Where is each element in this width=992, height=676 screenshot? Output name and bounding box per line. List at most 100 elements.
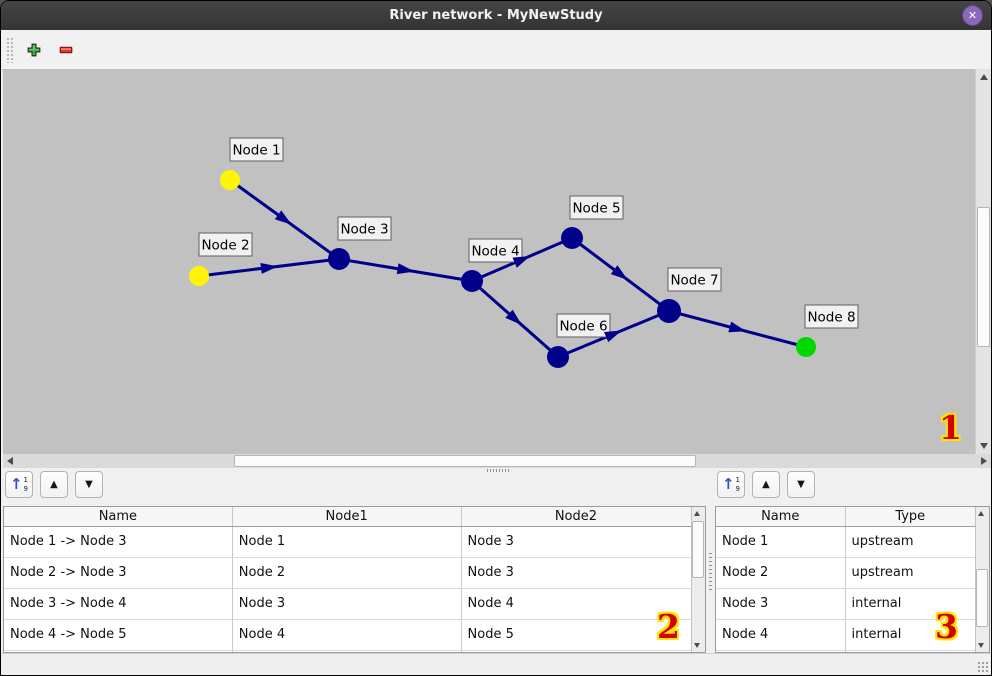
canvas-vertical-scrollbar[interactable]	[975, 69, 991, 454]
river-node-upstream[interactable]	[189, 266, 209, 286]
cell-node1[interactable]: Node 3	[233, 589, 462, 619]
river-node-internal[interactable]	[461, 270, 483, 292]
node-label-box[interactable]	[556, 313, 611, 338]
table-row[interactable]: Node 3 -> Node 4 Node 3 Node 4	[4, 589, 691, 620]
node-label-box[interactable]	[468, 238, 523, 263]
scroll-down-icon[interactable]	[978, 643, 984, 648]
cell-node2[interactable]: Node 5	[467, 627, 514, 642]
scroll-up-icon[interactable]	[980, 74, 988, 80]
scroll-left-icon[interactable]	[7, 457, 13, 465]
cell-node-name[interactable]: Node 2	[716, 558, 846, 588]
node-label-box[interactable]	[337, 216, 392, 241]
cell-node1[interactable]: Node 4	[233, 620, 462, 650]
toolbar-grip-handle[interactable]	[6, 36, 13, 63]
vertical-scroll-thumb[interactable]	[976, 569, 988, 627]
annotation-1: 1	[939, 408, 962, 447]
plus-icon	[27, 43, 41, 56]
nodes-table-scrollbar[interactable]	[975, 507, 989, 652]
cell-node-name[interactable]: Node 4	[716, 620, 846, 650]
node-label: Node 1	[232, 143, 280, 159]
table-row[interactable]: Node 1 -> Node 3 Node 1 Node 3	[4, 527, 691, 558]
cell-node-type[interactable]: internal	[851, 596, 902, 611]
nodes-move-down-button[interactable]: ▼	[787, 471, 815, 498]
river-node-internal[interactable]	[561, 227, 583, 249]
table-row[interactable]: Node 4 -> Node 5 Node 4 Node 5	[4, 620, 691, 651]
down-triangle-icon: ▼	[797, 478, 805, 490]
cell-node2[interactable]: Node 3	[467, 534, 514, 549]
horizontal-scroll-thumb[interactable]	[234, 455, 696, 467]
node-label: Node 8	[807, 310, 855, 326]
nodes-col-type[interactable]: Type	[895, 509, 926, 524]
scroll-down-icon[interactable]	[980, 443, 988, 449]
node-label: Node 5	[572, 201, 620, 217]
edge-arrow-icon	[505, 309, 522, 325]
cell-node2[interactable]: Node 3	[467, 565, 514, 580]
window-title: River network - MyNewStudy	[389, 8, 603, 23]
cell-link-name[interactable]: Node 2 -> Node 3	[4, 558, 233, 588]
cell-link-name[interactable]: Node 3 -> Node 4	[4, 589, 233, 619]
river-node-internal[interactable]	[547, 346, 569, 368]
scroll-down-icon[interactable]	[694, 643, 700, 648]
links-col-node2[interactable]: Node2	[554, 509, 598, 524]
links-move-down-button[interactable]: ▼	[75, 471, 103, 498]
add-button[interactable]	[21, 37, 47, 63]
table-row[interactable]: Node 1 upstream	[716, 527, 975, 558]
close-button[interactable]: ✕	[962, 5, 983, 26]
cell-node2[interactable]: Node 4	[467, 596, 514, 611]
minus-icon	[59, 46, 73, 53]
river-node-downstream[interactable]	[796, 337, 816, 357]
cell-node-name[interactable]: Node 1	[716, 527, 846, 557]
table-row[interactable]: Node 2 -> Node 3 Node 2 Node 3	[4, 558, 691, 589]
status-bar	[1, 653, 991, 675]
river-node-upstream[interactable]	[220, 170, 240, 190]
vertical-splitter-handle[interactable]	[709, 553, 712, 593]
cell-link-name[interactable]: Node 4 -> Node 5	[4, 620, 233, 650]
node-label-box[interactable]	[667, 267, 722, 292]
horizontal-splitter-handle[interactable]	[487, 469, 509, 472]
links-move-up-button[interactable]: ▲	[40, 471, 68, 498]
canvas-horizontal-scrollbar[interactable]	[3, 454, 991, 468]
scroll-right-icon[interactable]	[981, 457, 987, 465]
node-label-box[interactable]	[804, 304, 859, 329]
links-col-name[interactable]: Name	[4, 507, 233, 526]
edge-arrow-icon	[728, 321, 747, 333]
nodes-move-up-button[interactable]: ▲	[752, 471, 780, 498]
up-triangle-icon: ▲	[762, 478, 770, 490]
edge-arrow-icon	[260, 263, 278, 274]
cell-node-name[interactable]: Node 3	[716, 589, 846, 619]
table-row[interactable]: Node 2 upstream	[716, 558, 975, 589]
scroll-up-icon[interactable]	[694, 511, 700, 516]
node-label-box[interactable]	[198, 232, 253, 257]
remove-button[interactable]	[53, 37, 79, 63]
river-node-internal[interactable]	[657, 299, 681, 323]
links-col-node1[interactable]: Node1	[233, 507, 462, 526]
cell-node1[interactable]: Node 2	[233, 558, 462, 588]
cell-node-type[interactable]: upstream	[851, 534, 914, 549]
title-bar[interactable]: River network - MyNewStudy ✕	[1, 1, 991, 30]
down-triangle-icon: ▼	[85, 478, 93, 490]
vertical-scroll-thumb[interactable]	[977, 207, 990, 347]
river-node-internal[interactable]	[328, 248, 350, 270]
table-row[interactable]: Node 4 internal	[716, 620, 975, 651]
vertical-scroll-thumb[interactable]	[692, 521, 704, 578]
cell-node-type[interactable]: internal	[851, 627, 902, 642]
node-label: Node 7	[670, 273, 718, 289]
table-row[interactable]: Node 3 internal	[716, 589, 975, 620]
scroll-up-icon[interactable]	[978, 511, 984, 516]
annotation-3: 3	[935, 607, 958, 646]
cell-node-type[interactable]: upstream	[851, 565, 914, 580]
node-label-box[interactable]	[229, 137, 284, 162]
cell-node1[interactable]: Node 1	[233, 527, 462, 557]
nodes-col-name[interactable]: Name	[716, 507, 846, 526]
node-label-box[interactable]	[569, 195, 624, 220]
resize-grip-icon[interactable]	[977, 661, 988, 672]
links-table-scrollbar[interactable]	[691, 507, 705, 652]
cell-link-name[interactable]: Node 1 -> Node 3	[4, 527, 233, 557]
